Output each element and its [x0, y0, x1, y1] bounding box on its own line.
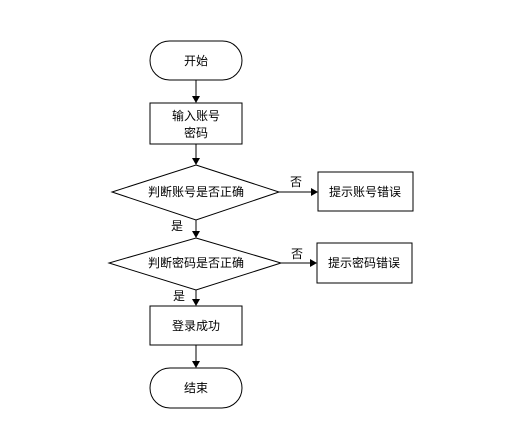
arrowhead-check-password-to-success [192, 299, 200, 306]
arrowhead-check-account-to-error [311, 188, 318, 196]
check-password-label: 判断密码是否正确 [148, 255, 244, 270]
arrowhead-check-password-to-error [310, 259, 317, 267]
login-success-box [149, 305, 243, 346]
no-label-account: 否 [290, 175, 302, 189]
end-terminator [149, 367, 243, 409]
login-success-label: 登录成功 [172, 318, 220, 333]
account-error-label: 提示账号错误 [329, 184, 401, 199]
arrowhead-input-to-check-account [192, 158, 200, 165]
arrowhead-check-account-to-check-password [192, 231, 200, 238]
password-error-box [316, 242, 413, 284]
yes-label-password: 是 [173, 289, 185, 303]
check-password-decision [107, 237, 283, 291]
start-label: 开始 [184, 54, 208, 68]
account-error-box [317, 171, 414, 212]
start-terminator [149, 40, 243, 81]
arrowhead-start-to-input [192, 96, 200, 103]
password-error-label: 提示密码错误 [328, 255, 400, 270]
check-account-label: 判断账号是否正确 [148, 184, 244, 199]
check-account-decision [110, 164, 281, 221]
yes-label-account: 是 [171, 219, 183, 233]
input-process-box [149, 102, 243, 145]
input-label-line1: 输入账号 [172, 108, 220, 123]
input-label-line2: 密码 [184, 125, 208, 140]
arrowhead-success-to-end [192, 361, 200, 368]
no-label-password: 否 [291, 247, 303, 261]
end-label: 结束 [184, 381, 208, 395]
